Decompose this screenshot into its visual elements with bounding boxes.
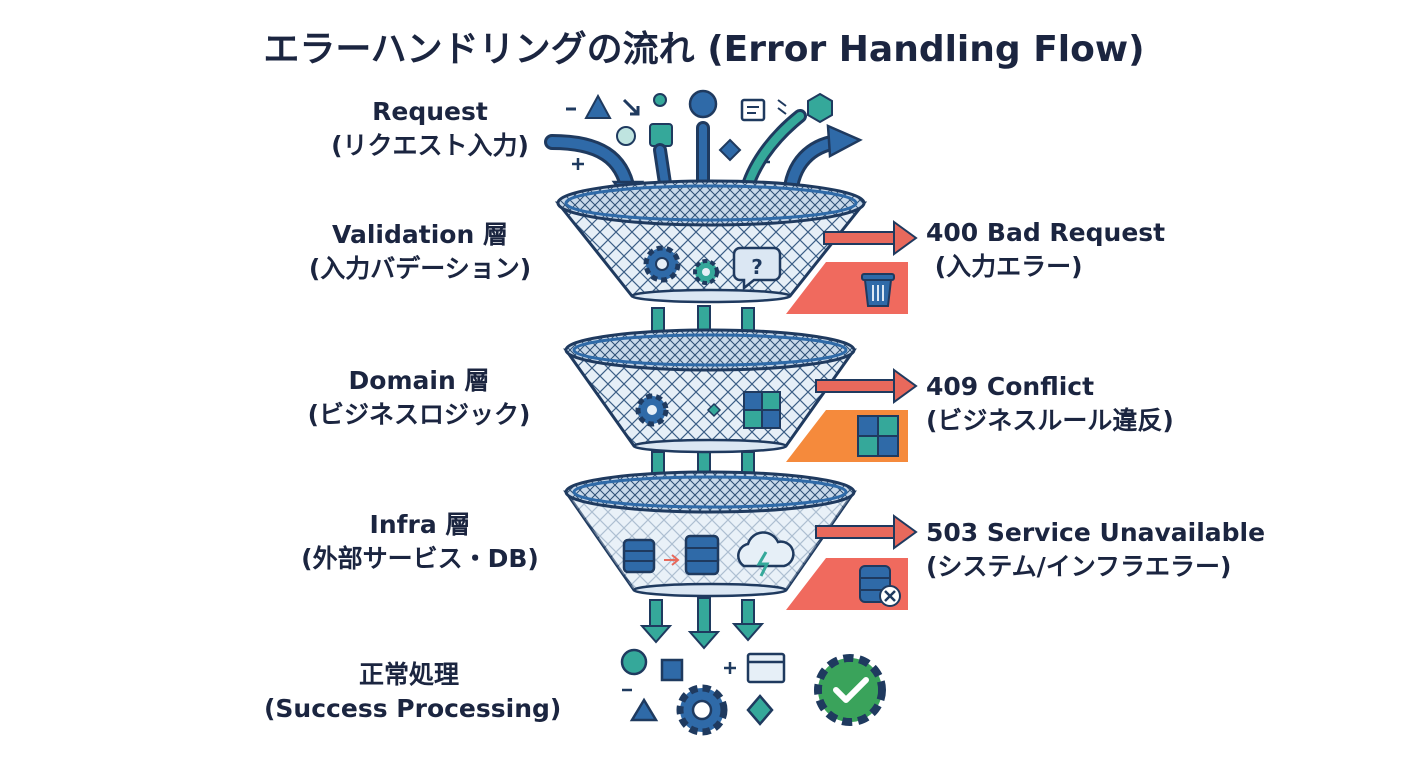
down-arrow [687, 597, 721, 650]
request-items [566, 89, 833, 170]
domain-label: Domain 層 (ビジネスロジック) [294, 364, 544, 432]
domain-error-label: 409 Conflict (ビジネスルール違反) [926, 370, 1174, 438]
database-error-icon [859, 565, 901, 607]
validation-funnel: ? [554, 179, 868, 304]
validation-error-code: 400 Bad Request [926, 218, 1166, 247]
success-label-line2: (Success Processing) [264, 694, 562, 723]
infra-label-line2: (外部サービス・DB) [301, 544, 539, 573]
domain-error-desc: (ビジネスルール違反) [926, 406, 1174, 435]
domain-label-line1: Domain 層 [348, 366, 490, 395]
validation-error-label: 400 Bad Request (入力エラー) [926, 216, 1165, 284]
question-bubble-icon: ? [732, 246, 782, 291]
success-label-line1: 正常処理 [358, 660, 459, 689]
validation-label: Validation 層 (入力バデーション) [290, 218, 550, 286]
page-title: エラーハンドリングの流れ (Error Handling Flow) [263, 29, 1145, 70]
domain-error-branch [786, 368, 918, 462]
infra-error-desc: (システム/インフラエラー) [926, 552, 1232, 581]
gear-icon [693, 259, 719, 285]
infra-label-line1: Infra 層 [369, 510, 471, 539]
gear-icon [643, 245, 681, 283]
domain-label-line2: (ビジネスロジック) [307, 400, 531, 429]
domain-funnel [563, 328, 857, 454]
request-label: Request (リクエスト入力) [300, 95, 560, 163]
svg-text:?: ? [751, 255, 763, 279]
request-label-line1: Request [372, 97, 488, 126]
request-label-line2: (リクエスト入力) [331, 131, 529, 160]
puzzle-icon [743, 391, 781, 429]
validation-error-desc: (入力エラー) [926, 252, 1083, 281]
domain-error-code: 409 Conflict [926, 372, 1095, 401]
success-items [620, 648, 786, 736]
cloud-lightning-icon [737, 531, 795, 577]
infra-error-branch [786, 514, 918, 610]
infra-error-code: 503 Service Unavailable [926, 518, 1266, 547]
trash-icon [861, 273, 895, 307]
database-icon [622, 538, 656, 574]
infra-label: Infra 層 (外部サービス・DB) [292, 508, 548, 576]
success-label: 正常処理 (Success Processing) [264, 658, 562, 726]
database-icon [684, 534, 720, 576]
success-check-icon [814, 654, 886, 726]
infra-funnel [563, 470, 857, 598]
infra-error-label: 503 Service Unavailable (システム/インフラエラー) [926, 516, 1265, 584]
gear-icon [676, 684, 728, 736]
down-arrow [731, 599, 765, 642]
validation-error-branch [786, 220, 918, 314]
validation-label-line1: Validation 層 [332, 220, 508, 249]
down-arrow [639, 599, 673, 644]
puzzle-icon [857, 415, 899, 457]
validation-label-line2: (入力バデーション) [308, 254, 532, 283]
gear-icon [635, 393, 669, 427]
